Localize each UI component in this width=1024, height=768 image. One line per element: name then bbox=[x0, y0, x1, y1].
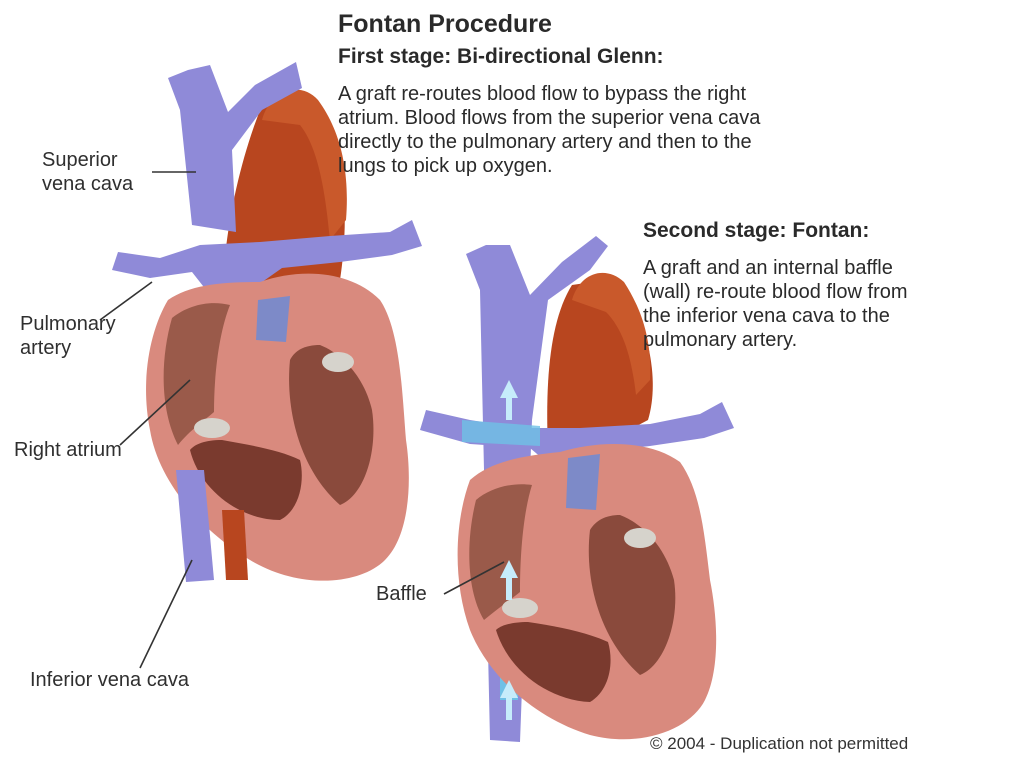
right-ventricle-fontan bbox=[496, 622, 611, 702]
stage2-line: the inferior vena cava to the bbox=[643, 305, 890, 327]
label-superior-vena-cava: Superior vena cava bbox=[42, 148, 192, 196]
label-right-atrium: Right atrium bbox=[14, 439, 122, 461]
label-line: Pulmonary bbox=[20, 313, 116, 335]
label-line: Superior bbox=[42, 149, 118, 171]
label-line: vena cava bbox=[42, 173, 134, 195]
stage2-line: (wall) re-route blood flow from bbox=[643, 281, 908, 303]
left-ventricle-glenn bbox=[289, 345, 374, 505]
stage1-line: directly to the pulmonary artery and the… bbox=[338, 131, 752, 153]
label-line: artery bbox=[20, 337, 72, 359]
right-ventricle-glenn bbox=[190, 440, 302, 520]
label-pulmonary-artery: Pulmonary artery bbox=[20, 312, 170, 360]
left-ventricle-fontan bbox=[588, 515, 676, 675]
stage2-heading: Second stage: Fontan: bbox=[643, 219, 870, 242]
valve-glenn-1 bbox=[194, 418, 230, 438]
label-baffle: Baffle bbox=[376, 583, 427, 605]
baffle-flow-arrow-2 bbox=[500, 680, 518, 720]
glenn-graft bbox=[256, 296, 290, 342]
right-atrium-fontan bbox=[469, 484, 532, 620]
stage2-description: A graft and an internal baffle (wall) re… bbox=[643, 256, 1013, 352]
stage1-line: lungs to pick up oxygen. bbox=[338, 155, 553, 177]
heart-fontan bbox=[420, 236, 734, 742]
leader-pulmonary-artery bbox=[99, 281, 153, 321]
baffle-flow-arrow-1 bbox=[500, 560, 518, 600]
leader-baffle bbox=[443, 561, 505, 595]
superior-vena-cava bbox=[168, 62, 302, 232]
right-atrium-chamber bbox=[163, 303, 230, 445]
stage2-line: pulmonary artery. bbox=[643, 329, 798, 351]
leader-right-atrium bbox=[119, 379, 191, 446]
fontan-graft bbox=[566, 454, 600, 510]
pulmonary-graft-fontan bbox=[462, 420, 540, 446]
stage1-description: A graft re-routes blood flow to bypass t… bbox=[338, 82, 938, 178]
stage2-line: A graft and an internal baffle bbox=[643, 257, 893, 279]
aortic-arch-fontan bbox=[572, 272, 651, 395]
aortic-arch-glenn bbox=[262, 89, 347, 240]
pulmonary-artery-glenn bbox=[112, 220, 422, 320]
heart-glenn bbox=[112, 62, 422, 582]
stage1-heading: First stage: Bi-directional Glenn: bbox=[338, 45, 664, 68]
svc-flow-arrow bbox=[500, 380, 518, 420]
copyright-notice: © 2004 - Duplication not permitted bbox=[650, 734, 909, 753]
valve-fontan-2 bbox=[624, 528, 656, 548]
leader-lines bbox=[99, 171, 505, 669]
leader-inferior-vena-cava bbox=[139, 559, 193, 669]
stage1-line: atrium. Blood flows from the superior ve… bbox=[338, 107, 761, 129]
diagram-title: Fontan Procedure bbox=[338, 10, 552, 38]
valve-glenn-2 bbox=[322, 352, 354, 372]
descending-aorta-glenn bbox=[222, 510, 248, 580]
valve-fontan-1 bbox=[502, 598, 538, 618]
pulmonary-artery-fontan bbox=[420, 402, 734, 474]
inferior-vena-cava bbox=[176, 470, 214, 582]
stage1-line: A graft re-routes blood flow to bypass t… bbox=[338, 83, 746, 105]
label-inferior-vena-cava: Inferior vena cava bbox=[30, 669, 189, 691]
